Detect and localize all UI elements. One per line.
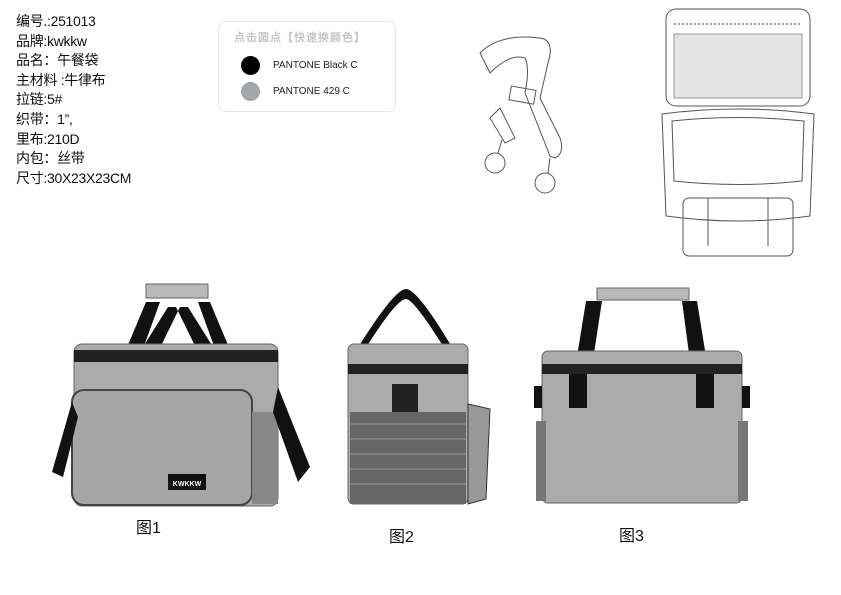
swatch-label: PANTONE 429 C bbox=[273, 86, 350, 97]
figure-caption-3: 图3 bbox=[619, 528, 644, 545]
spec-line: 尺寸:30X23X23CM bbox=[16, 169, 132, 186]
spec-list: 编号.:251013 品牌:kwkkw 品名：午餐袋 主材料 :牛律布 拉链:5… bbox=[16, 12, 131, 188]
spec-line: 拉链:5# bbox=[16, 91, 62, 108]
spec-line: 编号.:251013 bbox=[16, 13, 96, 29]
spec-line: 里布:210D bbox=[16, 130, 80, 147]
figure-caption-2: 图2 bbox=[389, 529, 414, 546]
spec-line: 品牌:kwkkw bbox=[16, 32, 87, 49]
spec-line: 品名：午餐袋 bbox=[16, 52, 99, 69]
swatch-black[interactable]: PANTONE Black C bbox=[241, 56, 358, 75]
brand-label: KWKKW bbox=[173, 481, 202, 488]
swatch-label: PANTONE Black C bbox=[273, 60, 358, 71]
spec-line: 织带：1”, bbox=[16, 110, 73, 127]
color-dot[interactable] bbox=[241, 82, 260, 101]
bag-back-view-3 bbox=[534, 287, 750, 504]
open-bag-drawing bbox=[661, 8, 815, 257]
figure-caption-1: 图1 bbox=[136, 520, 161, 537]
spec-line: 内包：丝带 bbox=[16, 150, 85, 167]
shoulder-strap-drawing bbox=[479, 36, 563, 194]
spec-line: 主材料 :牛律布 bbox=[16, 71, 106, 88]
color-swatch-panel: 点击圆点【快速换颜色】 PANTONE Black C PANTONE 429 … bbox=[218, 21, 396, 112]
bag-side-view-2 bbox=[347, 289, 491, 505]
swatch-panel-title: 点击圆点【快速换颜色】 bbox=[234, 32, 366, 44]
bag-front-view-1: KWKKW bbox=[52, 283, 310, 507]
swatch-gray[interactable]: PANTONE 429 C bbox=[241, 82, 350, 101]
color-dot[interactable] bbox=[241, 56, 260, 75]
